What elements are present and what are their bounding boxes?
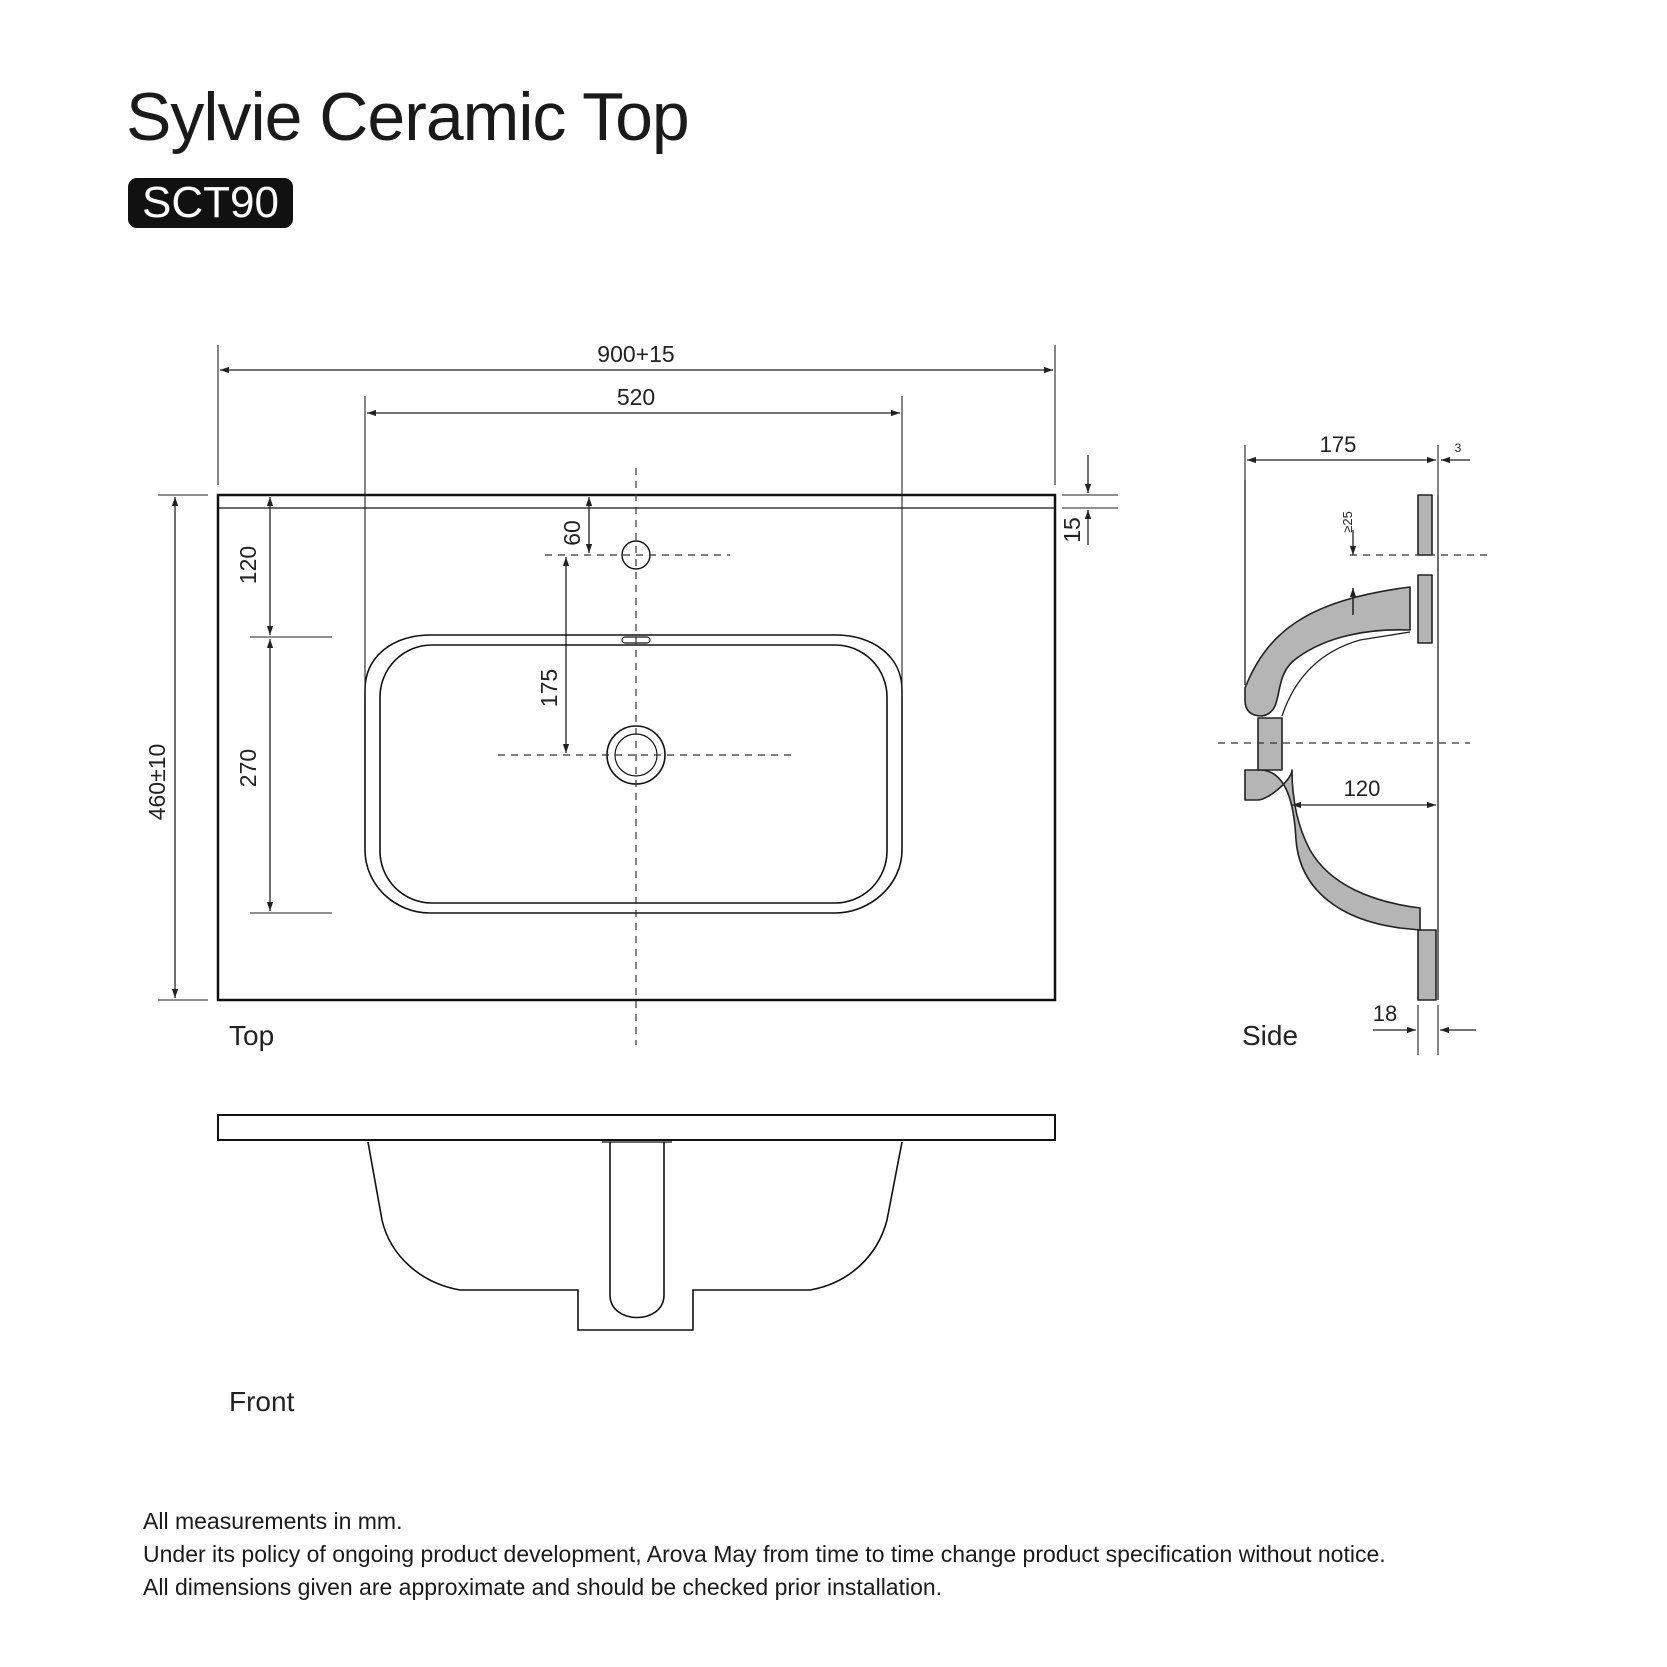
note-line: All dimensions given are approximate and…: [143, 1574, 943, 1600]
extension-lines: [158, 345, 1118, 1001]
dim-wall-thickness: 18: [1373, 1001, 1397, 1026]
front-view: [217, 1114, 1056, 1331]
side-section-fill: [1244, 494, 1437, 1001]
dim-basin-depth: 270: [235, 749, 261, 787]
front-waste-pipe: [609, 1142, 665, 1319]
dim-overall-width: 900+15: [597, 341, 674, 367]
side-view-label: Side: [1242, 1020, 1299, 1051]
dim-front-edge: 120: [235, 546, 261, 584]
dim-bowl-depth: 120: [1344, 776, 1381, 801]
top-view: 900+15 520 460±10 120 270 60 175 15: [144, 341, 1118, 1045]
front-countertop-slab: [217, 1114, 1056, 1141]
centerlines: [498, 468, 795, 1045]
dim-top-thickness: 15: [1059, 517, 1085, 543]
front-view-label: Front: [229, 1386, 295, 1417]
side-extension-lines: [1244, 445, 1439, 1055]
dim-basin-width: 520: [617, 384, 655, 410]
dim-overall-depth: 460±10: [144, 744, 170, 821]
note-line: Under its policy of ongoing product deve…: [143, 1541, 1386, 1567]
side-outline: [1244, 480, 1439, 1000]
basin-inner-bowl: [379, 644, 888, 904]
dim-side-gap: ≥25: [1340, 511, 1355, 533]
page-title: Sylvie Ceramic Top: [126, 79, 690, 155]
side-view: 175 3 ≥25 120 18: [1218, 432, 1490, 1055]
note-line: All measurements in mm.: [143, 1508, 403, 1534]
dim-tap-offset: 60: [559, 520, 585, 546]
model-code-badge: SCT90: [128, 178, 293, 228]
notes-block: All measurements in mm. Under its policy…: [143, 1505, 1386, 1604]
top-view-label: Top: [229, 1020, 275, 1051]
dim-side-depth: 175: [1320, 432, 1357, 457]
dim-side-lip: 3: [1455, 441, 1462, 455]
dimension-lines: [171, 366, 1092, 998]
side-dimension-lines: [1247, 456, 1476, 1034]
front-basin-profile: [367, 1141, 903, 1331]
dim-tap-to-waste: 175: [536, 669, 562, 707]
basin-outer-rim: [364, 634, 903, 914]
